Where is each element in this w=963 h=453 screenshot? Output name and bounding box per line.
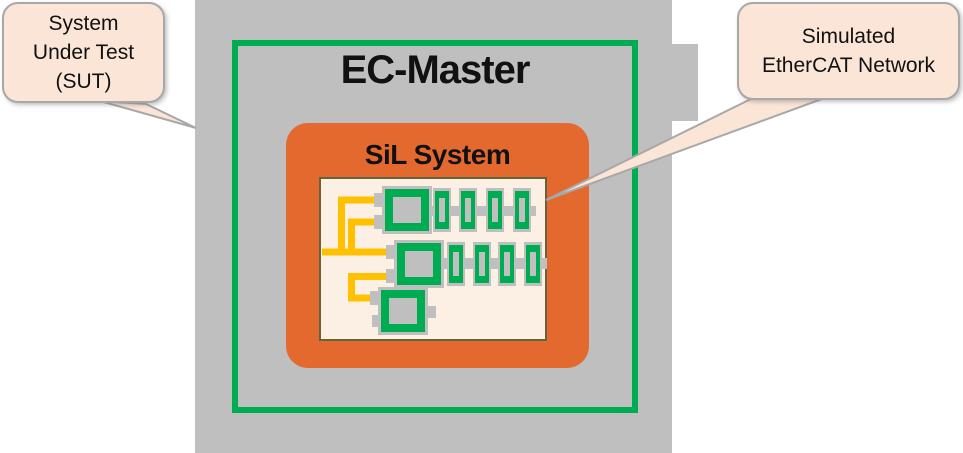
segment-1-module-1-slit [439,198,445,222]
sil-system-label: SiL System [364,139,511,170]
sut-callout: System Under Test (SUT) [2,2,165,103]
segment-3-lower-left-stub [372,315,381,327]
segment-2-module-3-slit [504,252,510,276]
sut-callout-line-2: Under Test [32,41,135,64]
segment-1-coupler-inner [393,197,421,223]
sut-callout-line-3: (SUT) [55,70,112,93]
cable-connectors [322,196,396,302]
sut-callout-line-1: System [48,12,119,35]
sut-callout-tail [99,100,197,129]
segment-1-module-2-slit [465,198,471,222]
network-callout: Simulated EtherCAT Network [737,2,960,100]
segment-2-module-2-slit [479,252,485,276]
segment-1-module-4-slit [519,198,525,222]
segment-1-rail [430,206,536,216]
sut-right-connector-tab [672,44,698,121]
segment-3-right-stub [426,306,436,318]
network-callout-line-2: EtherCAT Network [761,54,936,77]
segment-3-coupler-inner [389,298,417,324]
simulated-network-diagram [322,186,547,335]
segment-1-module-3-slit [492,198,498,222]
network-callout-line-1: Simulated [801,25,896,48]
cable-segment-1-return [348,218,381,252]
segment-2-module-4-slit [530,252,536,276]
ec-master-box [232,40,638,413]
gray-inner-fills [389,197,536,324]
ec-master-label: EC-Master [340,48,531,92]
segment-2-coupler-inner [405,251,433,277]
cable-segment-2-to-3 [348,273,394,302]
cable-to-segment-1 [338,196,383,252]
segment-2-module-1-slit [453,252,459,276]
segment-2-rail [438,258,547,269]
